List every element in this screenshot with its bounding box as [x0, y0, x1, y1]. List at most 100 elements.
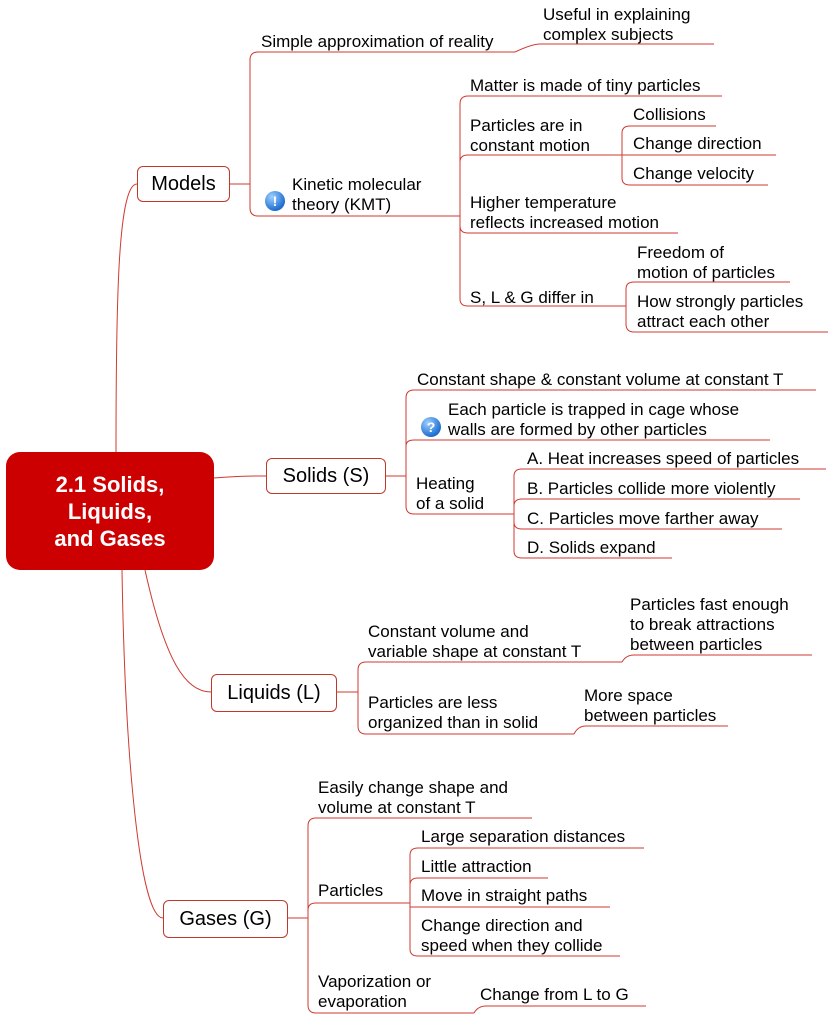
- subtopic-constant-volume-line1: Constant volume and: [368, 622, 529, 641]
- connector-d: [513, 514, 672, 559]
- subtopic-more-space-line1: More space: [584, 686, 673, 705]
- connector-collisions: [621, 125, 716, 155]
- connector-particles: [307, 902, 410, 918]
- topic-liquids-label: Liquids (L): [227, 681, 321, 704]
- subtopic-matter-text: Matter is made of tiny particles: [470, 76, 701, 95]
- subtopic-freedom[interactable]: Freedom of motion of particles: [637, 243, 775, 283]
- subtopic-cage-line2: walls are formed by other particles: [448, 420, 707, 439]
- subtopic-less-organized-line2: organized than in solid: [368, 713, 539, 732]
- subtopic-constant-volume-line2: variable shape at constant T: [368, 642, 582, 661]
- topic-models[interactable]: Models: [137, 166, 230, 202]
- subtopic-freedom-line1: Freedom of: [637, 243, 724, 262]
- subtopic-heating-b[interactable]: B. Particles collide more violently: [527, 479, 775, 499]
- subtopic-vaporization[interactable]: Vaporization or evaporation: [318, 972, 431, 1012]
- subtopic-constant-shape-text: Constant shape & constant volume at cons…: [417, 370, 784, 389]
- subtopic-heating-c[interactable]: C. Particles move farther away: [527, 509, 758, 529]
- connector-b: [513, 498, 800, 514]
- connector-org: [357, 692, 574, 735]
- connector-motion: [459, 154, 622, 216]
- subtopic-heating[interactable]: Heating of a solid: [416, 474, 484, 514]
- subtopic-kmt-line1: Kinetic molecular: [292, 175, 422, 194]
- subtopic-straight-paths[interactable]: Move in straight paths: [421, 886, 587, 906]
- subtopic-collisions-text: Collisions: [633, 105, 706, 124]
- subtopic-differ[interactable]: S, L & G differ in: [470, 288, 594, 308]
- connector-root-liquids: [144, 569, 212, 693]
- topic-liquids[interactable]: Liquids (L): [211, 674, 337, 712]
- subtopic-attraction[interactable]: How strongly particles attract each othe…: [637, 292, 803, 332]
- topic-solids[interactable]: Solids (S): [266, 458, 386, 494]
- subtopic-matter[interactable]: Matter is made of tiny particles: [470, 76, 701, 96]
- subtopic-l-to-g[interactable]: Change from L to G: [480, 985, 629, 1005]
- subtopic-heating-a[interactable]: A. Heat increases speed of particles: [527, 449, 799, 469]
- subtopic-constant-shape[interactable]: Constant shape & constant volume at cons…: [417, 370, 783, 390]
- connector-easily: [307, 817, 532, 918]
- subtopic-fast-enough[interactable]: Particles fast enough to break attractio…: [630, 595, 789, 655]
- question-icon: ?: [421, 417, 441, 437]
- subtopic-easily-change[interactable]: Easily change shape and volume at consta…: [318, 778, 508, 818]
- subtopic-useful-line1: Useful in explaining: [543, 5, 691, 24]
- subtopic-little-attraction[interactable]: Little attraction: [421, 857, 532, 877]
- connector-vapor: [307, 918, 474, 1014]
- subtopic-constant-motion-line2: constant motion: [470, 136, 591, 155]
- subtopic-heating-a-text: A. Heat increases speed of particles: [527, 449, 800, 468]
- connector-cage: [405, 439, 770, 476]
- subtopic-particles[interactable]: Particles: [318, 881, 383, 901]
- subtopic-heating-c-text: C. Particles move farther away: [527, 509, 759, 528]
- subtopic-more-space-line2: between particles: [584, 706, 717, 725]
- subtopic-straight-paths-text: Move in straight paths: [421, 886, 588, 905]
- connector-volume: [357, 661, 622, 692]
- subtopic-collide[interactable]: Change direction and speed when they col…: [421, 916, 602, 956]
- subtopic-particles-text: Particles: [318, 881, 384, 900]
- subtopic-l-to-g-text: Change from L to G: [480, 985, 629, 1004]
- connector-little: [409, 877, 548, 903]
- subtopic-higher-temperature[interactable]: Higher temperature reflects increased mo…: [470, 193, 659, 233]
- connector-fast: [621, 654, 812, 663]
- subtopic-separation[interactable]: Large separation distances: [421, 827, 625, 847]
- subtopic-change-velocity-text: Change velocity: [633, 164, 754, 183]
- connector-freedom: [625, 281, 790, 306]
- subtopic-differ-text: S, L & G differ in: [470, 288, 594, 307]
- connector-attract: [625, 306, 828, 333]
- connector-heating: [405, 476, 514, 515]
- subtopic-fast-enough-line3: between particles: [630, 635, 763, 654]
- subtopic-less-organized-line1: Particles are less: [368, 693, 498, 712]
- subtopic-useful[interactable]: Useful in explaining complex subjects: [543, 5, 690, 45]
- subtopic-less-organized[interactable]: Particles are less organized than in sol…: [368, 693, 538, 733]
- subtopic-change-direction[interactable]: Change direction: [633, 134, 762, 154]
- subtopic-little-attraction-text: Little attraction: [421, 857, 532, 876]
- connector-separation: [409, 847, 644, 903]
- central-topic-line3: and Gases: [54, 525, 166, 551]
- subtopic-kmt-line2: theory (KMT): [292, 195, 392, 214]
- subtopic-fast-enough-line1: Particles fast enough: [630, 595, 789, 614]
- subtopic-simple-approximation-text: Simple approximation of reality: [261, 32, 494, 51]
- subtopic-collisions[interactable]: Collisions: [633, 105, 706, 125]
- central-topic[interactable]: 2.1 Solids, Liquids, and Gases: [6, 452, 214, 570]
- subtopic-change-velocity[interactable]: Change velocity: [633, 164, 754, 184]
- topic-gases[interactable]: Gases (G): [163, 900, 288, 938]
- connector-l-to-g: [473, 1005, 646, 1014]
- subtopic-more-space[interactable]: More space between particles: [584, 686, 716, 726]
- connector-a: [513, 468, 826, 514]
- connector-useful: [514, 43, 714, 53]
- subtopic-useful-line2: complex subjects: [543, 25, 674, 44]
- subtopic-collide-line1: Change direction and: [421, 916, 583, 935]
- connector-differ: [459, 216, 626, 307]
- subtopic-heating-d-text: D. Solids expand: [527, 538, 656, 557]
- subtopic-vaporization-line2: evaporation: [318, 992, 407, 1011]
- subtopic-heating-d[interactable]: D. Solids expand: [527, 538, 656, 558]
- connector-kmt: [249, 184, 460, 217]
- subtopic-constant-volume[interactable]: Constant volume and variable shape at co…: [368, 622, 581, 662]
- connector-root-models: [115, 183, 138, 453]
- subtopic-kmt[interactable]: Kinetic molecular theory (KMT): [292, 175, 421, 215]
- subtopic-heating-b-text: B. Particles collide more violently: [527, 479, 776, 498]
- subtopic-constant-motion[interactable]: Particles are in constant motion: [470, 116, 590, 156]
- topic-models-label: Models: [151, 172, 216, 195]
- connector-root-gases: [121, 569, 164, 919]
- connector-change-velocity: [621, 155, 768, 186]
- subtopic-higher-temperature-line1: Higher temperature: [470, 193, 617, 212]
- subtopic-cage[interactable]: Each particle is trapped in cage whose w…: [448, 400, 739, 440]
- subtopic-collide-line2: speed when they collide: [421, 936, 603, 955]
- exclamation-icon: !: [265, 191, 285, 211]
- subtopic-simple-approximation[interactable]: Simple approximation of reality: [261, 32, 493, 52]
